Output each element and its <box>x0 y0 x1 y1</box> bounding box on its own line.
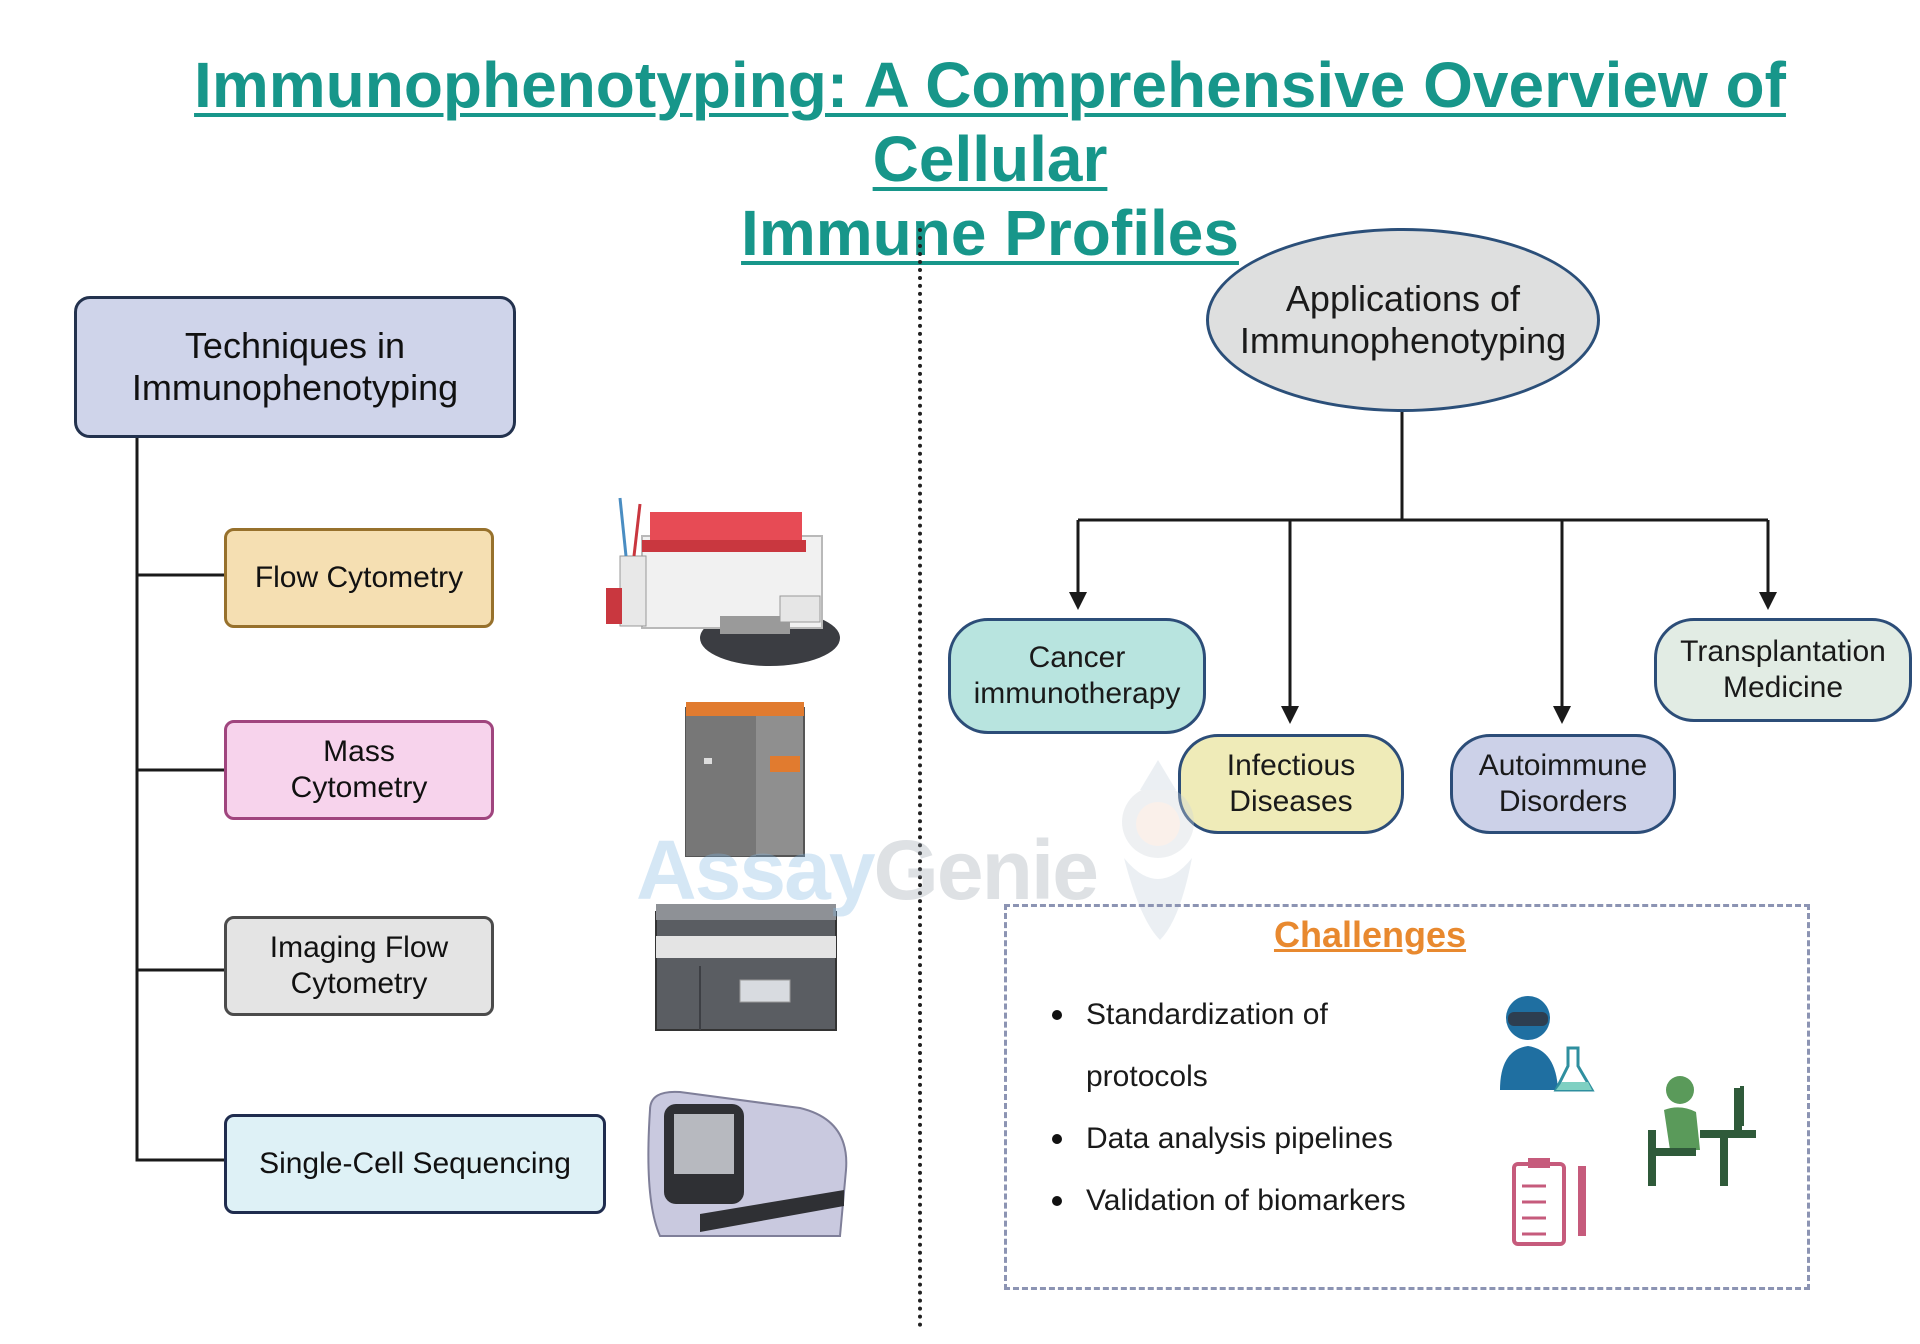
arrowhead-infect <box>1281 706 1299 724</box>
arrowhead-cancer <box>1069 592 1087 610</box>
technique-label: Mass Cytometry <box>290 735 428 804</box>
technique-label: Flow Cytometry <box>254 561 464 594</box>
challenges-box <box>1004 904 1810 1290</box>
challenge-item: Standardization of protocols <box>1052 984 1386 1108</box>
title-line-2: Immune Profiles <box>741 197 1239 269</box>
challenges-list: Standardization of protocols Data analys… <box>1052 984 1506 1232</box>
technique-flow-cytometry: Flow Cytometry <box>224 528 494 628</box>
watermark-part-1: Assay <box>636 823 876 917</box>
technique-label: Single-Cell Sequencing <box>259 1147 571 1180</box>
technique-imaging-flow-cytometry: Imaging Flow Cytometry <box>224 916 494 1016</box>
technique-label: Imaging Flow Cytometry <box>269 931 449 1000</box>
sequencer-icon <box>647 1090 848 1237</box>
application-infectious-diseases: Infectious Diseases <box>1178 734 1404 834</box>
watermark-part-2: Genie <box>873 823 1099 917</box>
imaging-flow-cytometer-icon <box>655 904 837 1031</box>
application-transplantation-medicine: Transplantation Medicine <box>1654 618 1912 722</box>
application-cancer-immunotherapy: Cancer immunotherapy <box>948 618 1206 734</box>
flow-cytometer-icon <box>606 497 840 666</box>
techniques-header: Techniques in Immunophenotyping <box>131 325 459 408</box>
clipboard-icon <box>1512 1158 1586 1246</box>
technique-mass-cytometry: Mass Cytometry <box>224 720 494 820</box>
techniques-header-box: Techniques in Immunophenotyping <box>74 296 516 438</box>
application-autoimmune-disorders: Autoimmune Disorders <box>1450 734 1676 834</box>
scientist-icon <box>1500 996 1595 1092</box>
challenge-item: Validation of biomarkers <box>1052 1170 1506 1232</box>
title-line-1: Immunophenotyping: A Comprehensive Overv… <box>194 49 1786 195</box>
challenges-title: Challenges <box>1273 914 1467 955</box>
page-title: Immunophenotyping: A Comprehensive Overv… <box>110 48 1870 270</box>
computer-user-icon <box>1648 1076 1756 1186</box>
tree-trunk-line <box>135 438 224 1162</box>
technique-single-cell-sequencing: Single-Cell Sequencing <box>224 1114 606 1214</box>
assaygenie-watermark: AssayGenie <box>636 822 1099 919</box>
section-divider <box>918 228 922 1328</box>
arrowhead-auto <box>1553 706 1571 724</box>
application-label: Transplantation Medicine <box>1680 635 1886 704</box>
application-label: Infectious Diseases <box>1226 749 1356 818</box>
arrowhead-trans <box>1759 592 1777 610</box>
challenge-item: Data analysis pipelines <box>1052 1108 1506 1170</box>
mass-cytometer-icon <box>685 702 805 857</box>
application-label: Autoimmune Disorders <box>1478 749 1648 818</box>
applications-header: Applications of Immunophenotyping <box>1239 278 1567 361</box>
applications-header-ellipse: Applications of Immunophenotyping <box>1206 228 1600 412</box>
application-label: Cancer immunotherapy <box>973 641 1181 710</box>
